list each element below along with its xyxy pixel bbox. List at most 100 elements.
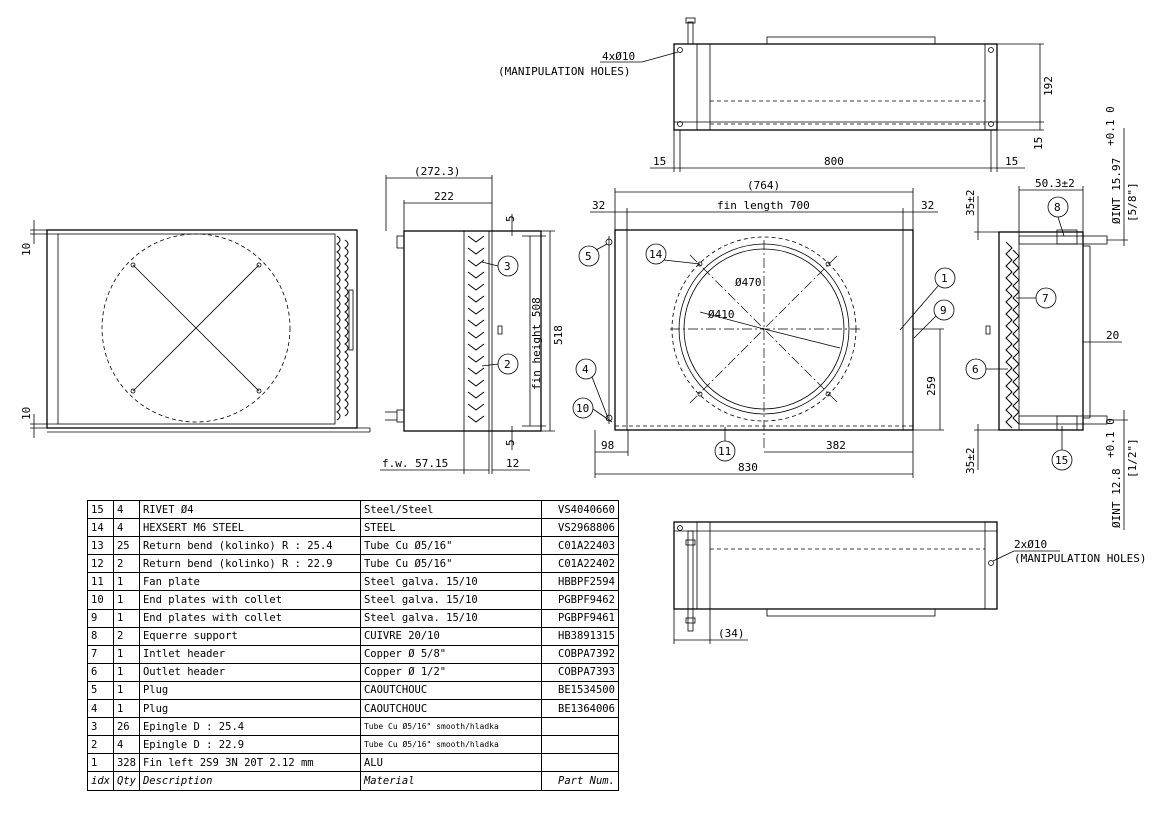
section-dim-5-bottom: 5 [504, 439, 517, 446]
end-outlet-dia: ØINT 12.8 [1110, 468, 1123, 528]
bom-cell-material: STEEL [359, 518, 542, 538]
end-inlet-inch: [5/8"] [1126, 182, 1139, 222]
end-inlet-dia: ØINT 15.97 [1110, 158, 1123, 224]
bom-cell-material: Tube Cu Ø5/16" smooth/hladka [359, 735, 542, 755]
top-dim-left: 15 [653, 155, 666, 168]
end-balloon-6: 6 [972, 363, 979, 376]
side-dim-bottom: 10 [20, 407, 33, 420]
bom-cell-idx: 5 [87, 680, 114, 701]
bom-cell-description: Return bend (kolinko) R : 25.4 [138, 536, 361, 556]
bom-cell-description: RIVET Ø4 [138, 499, 361, 520]
section-dim-222: 222 [434, 190, 454, 203]
bottom-holes-label: 2xØ10 [1014, 538, 1047, 551]
bom-cell-idx: 4 [87, 699, 114, 719]
bom-header-part: Part Num. [540, 771, 619, 791]
bom-cell-part: PGBPF9462 [540, 590, 619, 610]
bom-cell-idx: 3 [87, 717, 114, 737]
bom-cell-material: Steel galva. 15/10 [359, 608, 542, 628]
bom-cell-part: BE1364006 [540, 699, 619, 719]
end-dim-support: 50.3±2 [1035, 177, 1075, 190]
bom-cell-material: Tube Cu Ø5/16" [359, 554, 542, 574]
bom-cell-description: Plug [138, 680, 361, 701]
section-fin-height: fin height 508 [530, 297, 543, 390]
front-balloon-14: 14 [649, 248, 663, 261]
bom-cell-part: VS4040660 [540, 499, 619, 520]
bom-cell-description: End plates with collet [138, 590, 361, 610]
bom-cell-qty: 1 [112, 572, 140, 592]
bom-cell-idx: 1 [87, 753, 114, 773]
front-fin-length: fin length 700 [717, 199, 810, 212]
bom-cell-idx: 11 [87, 572, 114, 592]
bom-cell-material: CAOUTCHOUC [359, 680, 542, 701]
section-dim-12: 12 [506, 457, 519, 470]
section-dim-5-top: 5 [504, 215, 517, 222]
bom-cell-part [540, 753, 619, 773]
bom-cell-idx: 15 [87, 499, 114, 520]
bom-cell-part: HB3891315 [540, 626, 619, 646]
bom-cell-idx: 13 [87, 536, 114, 556]
bom-cell-part: COBPA7392 [540, 644, 619, 664]
front-dim-overall: (764) [747, 179, 780, 192]
front-dia-410: Ø410 [708, 308, 735, 321]
bom-cell-idx: 12 [87, 554, 114, 574]
bom-cell-idx: 7 [87, 644, 114, 664]
bom-cell-description: Epingle D : 22.9 [138, 735, 361, 755]
front-dim-830: 830 [738, 461, 758, 474]
bottom-dim-offset: (34) [718, 627, 745, 640]
bom-cell-description: Outlet header [138, 662, 361, 682]
bom-cell-material: CAOUTCHOUC [359, 699, 542, 719]
bom-cell-qty: 25 [112, 536, 140, 556]
front-dim-98: 98 [601, 439, 614, 452]
bom-cell-description: Fin left 2S9 3N 20T 2.12 mm [138, 753, 361, 773]
end-outlet-inch: [1/2"] [1126, 438, 1139, 478]
bom-cell-idx: 6 [87, 662, 114, 682]
bom-cell-part: VS2968806 [540, 518, 619, 538]
front-dia-470: Ø470 [735, 276, 762, 289]
section-balloon-2: 2 [504, 358, 511, 371]
bom-cell-qty: 2 [112, 554, 140, 574]
bom-cell-material: Copper Ø 5/8" [359, 644, 542, 664]
bom-cell-qty: 1 [112, 590, 140, 610]
section-view: (272.3) 222 518 fin height 508 5 5 f.w. … [380, 165, 565, 474]
end-dim-20: 20 [1106, 329, 1119, 342]
bom-cell-description: End plates with collet [138, 608, 361, 628]
front-balloon-1: 1 [941, 272, 948, 285]
section-fin-width: f.w. 57.15 [382, 457, 448, 470]
bom-cell-description: Plug [138, 699, 361, 719]
bom-cell-qty: 1 [112, 680, 140, 701]
bom-cell-qty: 4 [112, 518, 140, 538]
bom-cell-part: C01A22402 [540, 554, 619, 574]
end-outlet-tol: +0.1 0 [1104, 418, 1117, 458]
front-balloon-9: 9 [940, 304, 947, 317]
front-dim-32-right: 32 [921, 199, 934, 212]
front-balloon-5: 5 [585, 250, 592, 263]
bom-cell-qty: 1 [112, 608, 140, 628]
bom-cell-qty: 2 [112, 626, 140, 646]
bom-cell-description: Return bend (kolinko) R : 22.9 [138, 554, 361, 574]
bom-cell-qty: 1 [112, 699, 140, 719]
bom-header-idx: idx [87, 771, 114, 791]
bom-header-description: Description [138, 771, 361, 791]
bom-cell-qty: 4 [112, 735, 140, 755]
bom-cell-idx: 2 [87, 735, 114, 755]
front-dim-259: 259 [925, 376, 938, 396]
bom-cell-material: Copper Ø 1/2" [359, 662, 542, 682]
bom-cell-qty: 4 [112, 499, 140, 520]
bom-cell-qty: 1 [112, 662, 140, 682]
front-dim-32-left: 32 [592, 199, 605, 212]
bom-cell-material: Steel galva. 15/10 [359, 590, 542, 610]
bom-cell-material: Steel galva. 15/10 [359, 572, 542, 592]
bom-cell-part [540, 735, 619, 755]
